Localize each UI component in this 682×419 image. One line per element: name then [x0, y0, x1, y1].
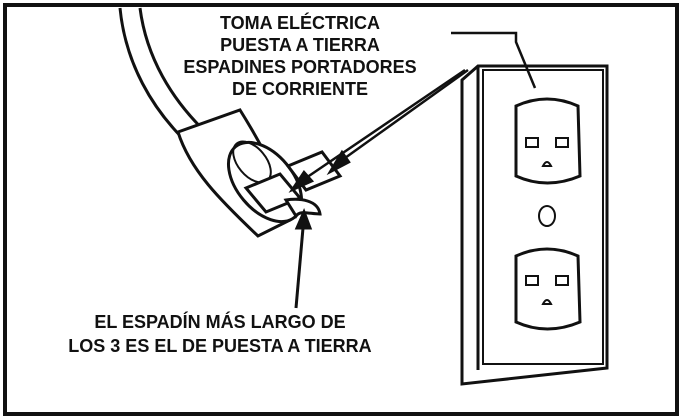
- duplex-grounded-outlet-icon: [460, 64, 609, 386]
- current-prong-leaders: [288, 68, 469, 193]
- arrowhead: [294, 208, 313, 230]
- callout-top: TOMA ELÉCTRICA PUESTA A TIERRA ESPADINES…: [150, 12, 450, 100]
- arrowhead: [326, 149, 351, 176]
- ground-prong-label-line1: EL ESPADÍN MÁS LARGO DE: [94, 312, 346, 332]
- grounded-outlet-label-line2: PUESTA A TIERRA: [220, 35, 380, 55]
- grounded-outlet-label-line1: TOMA ELÉCTRICA: [220, 13, 380, 33]
- callout-bottom: EL ESPADÍN MÁS LARGO DE LOS 3 ES EL DE P…: [55, 310, 385, 358]
- arrowhead: [288, 169, 315, 193]
- ground-prong-leader: [294, 208, 313, 309]
- ground-prong: [283, 197, 322, 219]
- diagram-frame: [3, 3, 679, 416]
- current-prongs-label-line1: ESPADINES PORTADORES: [183, 57, 417, 77]
- outlet-leader-line: [451, 31, 537, 89]
- ground-prong-label-line2: LOS 3 ES EL DE PUESTA A TIERRA: [68, 336, 372, 356]
- current-prongs-label-line2: DE CORRIENTE: [231, 79, 368, 99]
